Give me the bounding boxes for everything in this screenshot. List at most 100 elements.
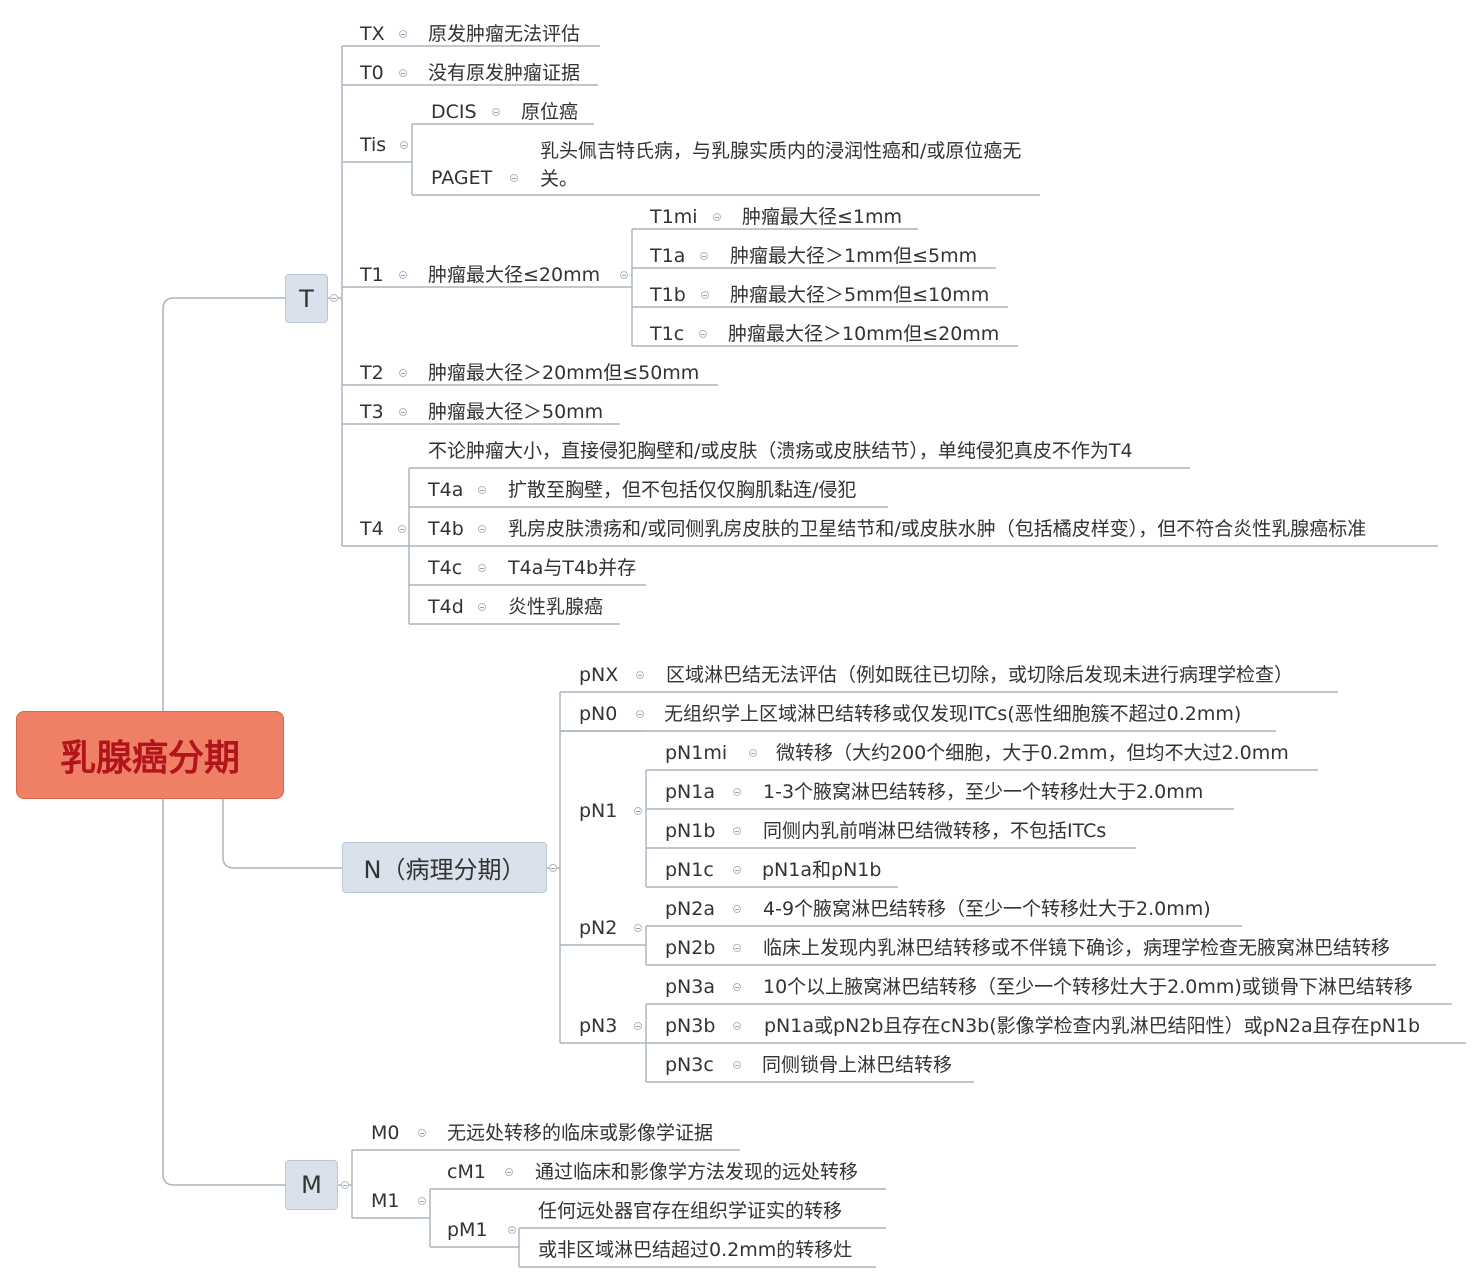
m0-code: M0 bbox=[371, 1122, 400, 1144]
pn1-code: pN1 bbox=[579, 800, 618, 822]
t-collapse-icon[interactable] bbox=[330, 294, 338, 302]
t1c-collapse-icon[interactable] bbox=[699, 330, 707, 338]
t4d-code: T4d bbox=[428, 596, 464, 618]
paget-desc: 乳头佩吉特氏病，与乳腺实质内的浸润性癌和/或原位癌无关。 bbox=[540, 140, 1022, 190]
pn1a-collapse-icon[interactable] bbox=[733, 788, 741, 796]
t4b-desc: 乳房皮肤溃疡和/或同侧乳房皮肤的卫星结节和/或皮肤水肿（包括橘皮样变），但不符合… bbox=[508, 518, 1367, 540]
pn0-code: pN0 bbox=[579, 703, 618, 725]
dcis-code: DCIS bbox=[431, 101, 477, 123]
root-to-t bbox=[162, 297, 285, 711]
m1-code: M1 bbox=[371, 1190, 400, 1212]
pn1c-collapse-icon[interactable] bbox=[733, 866, 741, 874]
branch-m[interactable]: M bbox=[285, 1160, 338, 1210]
t1a-collapse-icon[interactable] bbox=[700, 252, 708, 260]
pn3a-desc: 10个以上腋窝淋巴结转移（至少一个转移灶大于2.0mm)或锁骨下淋巴结转移 bbox=[763, 976, 1413, 998]
t1b-desc: 肿瘤最大径＞5mm但≤10mm bbox=[730, 284, 990, 306]
pm1-code: pM1 bbox=[447, 1219, 488, 1241]
t1-children-collapse-icon[interactable] bbox=[620, 271, 628, 279]
pn1mi-code: pN1mi bbox=[665, 742, 728, 764]
pn0-collapse-icon[interactable] bbox=[636, 710, 644, 718]
pn1-collapse-icon[interactable] bbox=[634, 807, 642, 815]
root-to-n bbox=[222, 799, 342, 869]
tis-collapse-icon[interactable] bbox=[400, 141, 408, 149]
pn3c-collapse-icon[interactable] bbox=[733, 1061, 741, 1069]
pn3c-desc: 同侧锁骨上淋巴结转移 bbox=[762, 1054, 953, 1076]
t3-code: T3 bbox=[360, 401, 384, 423]
pn2b-code: pN2b bbox=[665, 937, 716, 959]
pn3a-collapse-icon[interactable] bbox=[733, 983, 741, 991]
m1-collapse-icon[interactable] bbox=[418, 1197, 426, 1205]
branch-t[interactable]: T bbox=[285, 274, 328, 323]
pn2-collapse-icon[interactable] bbox=[634, 924, 642, 932]
t3-collapse-icon[interactable] bbox=[399, 408, 407, 416]
t4d-collapse-icon[interactable] bbox=[478, 603, 486, 611]
t4a-code: T4a bbox=[428, 479, 464, 501]
root-topic[interactable]: 乳腺癌分期 bbox=[16, 711, 284, 799]
m-collapse-icon[interactable] bbox=[341, 1181, 349, 1189]
pn1b-code: pN1b bbox=[665, 820, 716, 842]
pn3a-code: pN3a bbox=[665, 976, 716, 998]
t2-code: T2 bbox=[360, 362, 384, 384]
t1mi-collapse-icon[interactable] bbox=[713, 213, 721, 221]
pn2a-collapse-icon[interactable] bbox=[733, 905, 741, 913]
pn3c-code: pN3c bbox=[665, 1054, 714, 1076]
t1mi-code: T1mi bbox=[650, 206, 698, 228]
dcis-collapse-icon[interactable] bbox=[492, 108, 500, 116]
t0-code: T0 bbox=[360, 62, 384, 84]
pn1c-code: pN1c bbox=[665, 859, 714, 881]
pm1-desc-1: 任何远处器官存在组织学证实的转移 bbox=[538, 1200, 843, 1222]
pn1mi-desc: 微转移（大约200个细胞，大于0.2mm，但均不大过2.0mm bbox=[776, 742, 1289, 764]
paget-collapse-icon[interactable] bbox=[510, 174, 518, 182]
tx-desc: 原发肿瘤无法评估 bbox=[428, 23, 581, 45]
pn1mi-collapse-icon[interactable] bbox=[749, 749, 757, 757]
pn3-code: pN3 bbox=[579, 1015, 618, 1037]
pn2-code: pN2 bbox=[579, 917, 618, 939]
pn3b-collapse-icon[interactable] bbox=[733, 1022, 741, 1030]
t4b-code: T4b bbox=[428, 518, 464, 540]
n-collapse-icon[interactable] bbox=[549, 864, 557, 872]
t0-collapse-icon[interactable] bbox=[399, 69, 407, 77]
cm1-collapse-icon[interactable] bbox=[505, 1168, 513, 1176]
t2-desc: 肿瘤最大径＞20mm但≤50mm bbox=[428, 362, 700, 384]
t1c-desc: 肿瘤最大径＞10mm但≤20mm bbox=[728, 323, 1000, 345]
pn2a-desc: 4-9个腋窝淋巴结转移（至少一个转移灶大于2.0mm) bbox=[763, 898, 1211, 920]
tis-code: Tis bbox=[360, 134, 387, 156]
t4-code: T4 bbox=[360, 518, 384, 540]
pm1-collapse-icon[interactable] bbox=[508, 1226, 516, 1234]
t1b-collapse-icon[interactable] bbox=[701, 291, 709, 299]
t1mi-desc: 肿瘤最大径≤1mm bbox=[742, 206, 903, 228]
pn0-desc: 无组织学上区域淋巴结转移或仅发现ITCs(恶性细胞簇不超过0.2mm) bbox=[664, 703, 1242, 725]
t4-note: 不论肿瘤大小，直接侵犯胸壁和/或皮肤（溃疡或皮肤结节），单纯侵犯真皮不作为T4 bbox=[428, 440, 1133, 462]
pn2a-code: pN2a bbox=[665, 898, 716, 920]
pn1b-collapse-icon[interactable] bbox=[733, 827, 741, 835]
paget-code: PAGET bbox=[431, 167, 493, 189]
pn1a-code: pN1a bbox=[665, 781, 716, 803]
t1-collapse-icon[interactable] bbox=[399, 271, 407, 279]
pnx-collapse-icon[interactable] bbox=[636, 671, 644, 679]
t4-collapse-icon[interactable] bbox=[398, 525, 406, 533]
t4a-desc: 扩散至胸壁，但不包括仅仅胸肌黏连/侵犯 bbox=[508, 479, 857, 501]
t2-collapse-icon[interactable] bbox=[399, 369, 407, 377]
branch-n[interactable]: N（病理分期） bbox=[342, 842, 547, 893]
tx-code: TX bbox=[360, 23, 385, 45]
t4b-collapse-icon[interactable] bbox=[478, 525, 486, 533]
t1-desc: 肿瘤最大径≤20mm bbox=[428, 264, 601, 286]
cm1-code: cM1 bbox=[447, 1161, 486, 1183]
m0-collapse-icon[interactable] bbox=[418, 1129, 426, 1137]
t4a-collapse-icon[interactable] bbox=[478, 486, 486, 494]
root-to-m bbox=[162, 799, 285, 1186]
pn2b-collapse-icon[interactable] bbox=[733, 944, 741, 952]
t1-code: T1 bbox=[360, 264, 384, 286]
pnx-code: pNX bbox=[579, 664, 619, 686]
t4c-desc: T4a与T4b并存 bbox=[508, 557, 637, 579]
tx-collapse-icon[interactable] bbox=[399, 30, 407, 38]
pn1a-desc: 1-3个腋窝淋巴结转移，至少一个转移灶大于2.0mm bbox=[763, 781, 1204, 803]
pnx-desc: 区域淋巴结无法评估（例如既往已切除，或切除后发现未进行病理学检查） bbox=[666, 664, 1294, 686]
t4c-collapse-icon[interactable] bbox=[478, 564, 486, 572]
t1c-code: T1c bbox=[650, 323, 685, 345]
pn3-collapse-icon[interactable] bbox=[634, 1022, 642, 1030]
pn1c-desc: pN1a和pN1b bbox=[762, 859, 882, 881]
t1a-desc: 肿瘤最大径＞1mm但≤5mm bbox=[730, 245, 978, 267]
